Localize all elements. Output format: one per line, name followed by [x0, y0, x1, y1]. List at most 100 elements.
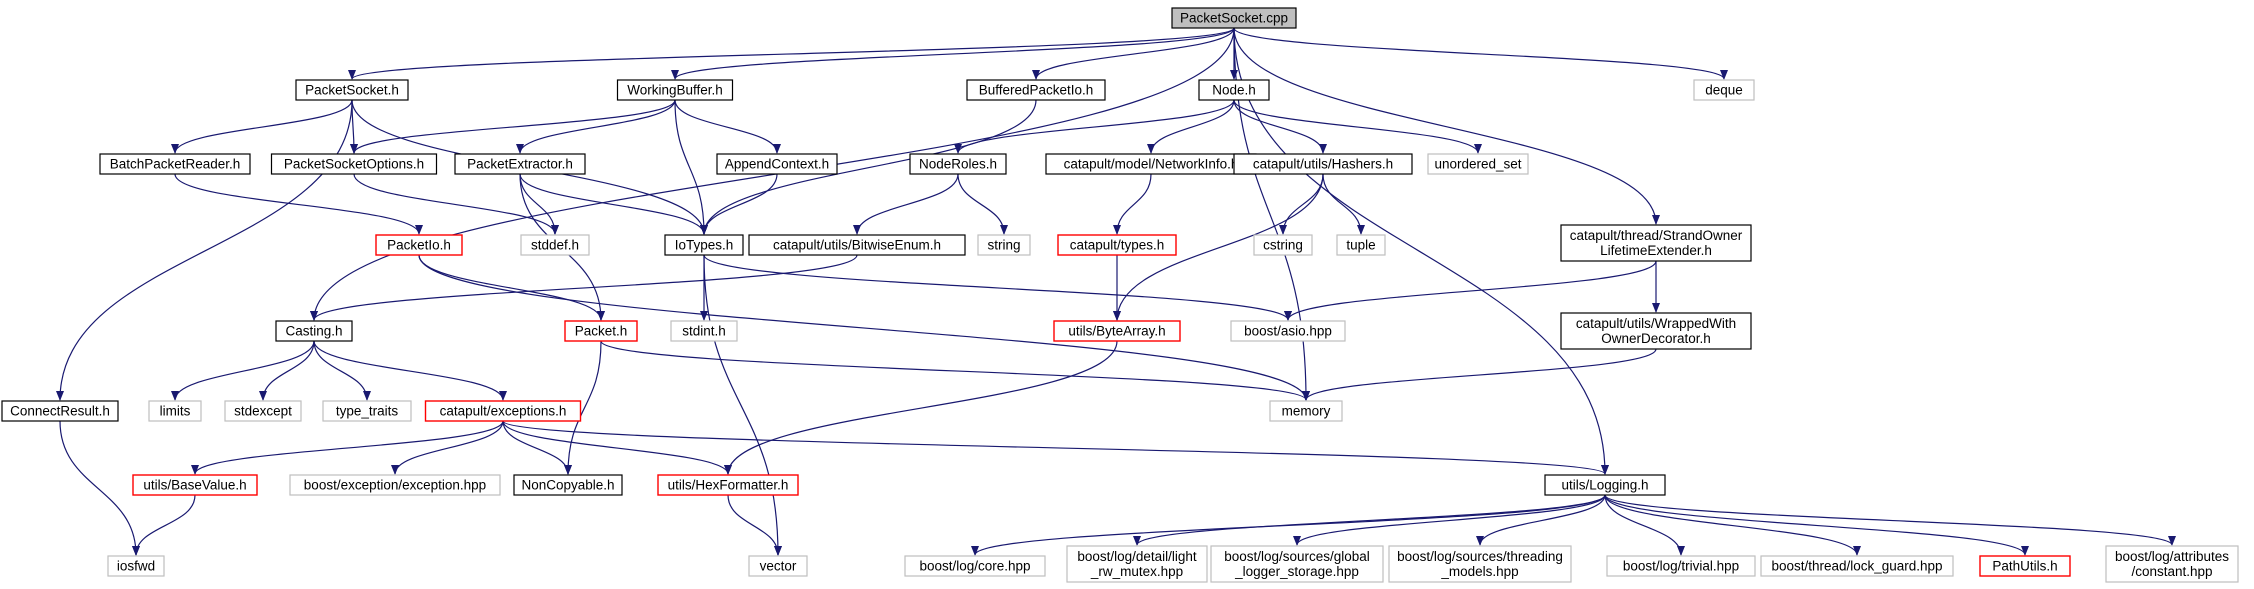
edge-packet-h-to-noncopyable-h [564, 340, 602, 475]
node-string[interactable]: string [977, 234, 1031, 256]
node-tuple[interactable]: tuple [1336, 234, 1386, 256]
node-label: PacketSocket.h [305, 83, 399, 98]
node-node-h[interactable]: Node.h [1198, 79, 1270, 101]
node-box [748, 234, 966, 256]
node-label: unordered_set [1434, 157, 1521, 172]
node-box [275, 320, 353, 342]
node-packet-h[interactable]: Packet.h [564, 320, 638, 342]
node-boost-log-attributes-constant-hpp[interactable]: boost/log/attributes/constant.hpp [2105, 545, 2239, 583]
node-box [270, 153, 438, 175]
edge-iotypes-h-to-boost-asio-hpp [703, 254, 1292, 321]
node-bufferedpacketio-h[interactable]: BufferedPacketIo.h [966, 79, 1106, 101]
node-box [1253, 234, 1313, 256]
node-vector[interactable]: vector [748, 555, 808, 577]
node-casting-h[interactable]: Casting.h [275, 320, 353, 342]
node-batchpacketreader-h[interactable]: BatchPacketReader.h [99, 153, 251, 175]
node-label: BufferedPacketIo.h [979, 83, 1094, 98]
node-memory[interactable]: memory [1269, 400, 1343, 422]
node-label: BatchPacketReader.h [110, 157, 241, 172]
edge-utils-logging-h-to-boost-log-attributes-constant-hpp [1604, 494, 2176, 546]
edge-connectresult-h-to-iosfwd [59, 420, 140, 556]
node-noncopyable-h[interactable]: NonCopyable.h [513, 474, 623, 496]
node-noderoles-h[interactable]: NodeRoles.h [909, 153, 1007, 175]
edge-workingbuffer-h-to-packetsocketoptions-h [350, 99, 676, 154]
node-workingbuffer-h[interactable]: WorkingBuffer.h [616, 79, 734, 101]
node-boost-log-sources-global-logger-storage-hpp[interactable]: boost/log/sources/global_logger_storage.… [1210, 545, 1384, 583]
edge-packetsocket-cpp-to-deque [1233, 27, 1728, 80]
node-packetsocket-h[interactable]: PacketSocket.h [295, 79, 409, 101]
node-label: limits [160, 404, 191, 419]
node-catapult-exceptions-h[interactable]: catapult/exceptions.h [424, 400, 582, 422]
node-label: Packet.h [575, 324, 628, 339]
node-label: catapult/types.h [1070, 238, 1165, 253]
node-box [1979, 555, 2071, 577]
edge-casting-h-to-limits [171, 340, 315, 401]
node-unordered-set[interactable]: unordered_set [1427, 153, 1529, 175]
node-catapult-thread-strandownerlifetimeextender-h[interactable]: catapult/thread/StrandOwnerLifetimeExten… [1560, 224, 1752, 262]
node-stdint-h[interactable]: stdint.h [670, 320, 738, 342]
node-boost-log-sources-threading-models-hpp[interactable]: boost/log/sources/threading_models.hpp [1388, 545, 1572, 583]
node-iotypes-h[interactable]: IoTypes.h [664, 234, 744, 256]
node-pathutils-h[interactable]: PathUtils.h [1979, 555, 2071, 577]
node-box [966, 79, 1106, 101]
node-catapult-utils-wrappedwithownerdecorator-h[interactable]: catapult/utils/WrappedWithOwnerDecorator… [1560, 312, 1752, 350]
node-box [1066, 545, 1208, 583]
node-boost-log-trivial-hpp[interactable]: boost/log/trivial.hpp [1606, 555, 1756, 577]
edge-utils-logging-h-to-boost-log-trivial-hpp [1604, 494, 1685, 556]
node-label: boost/log/attributes [2115, 549, 2229, 564]
node-catapult-model-networkinfo-h[interactable]: catapult/model/NetworkInfo.h [1045, 153, 1257, 175]
node-box [224, 400, 302, 422]
node-utils-bytearray-h[interactable]: utils/ByteArray.h [1053, 320, 1181, 342]
node-label: catapult/thread/StrandOwner [1570, 228, 1743, 243]
edge-packetsocket-cpp-to-bufferedpacketio-h [1032, 27, 1235, 80]
edge-packetio-h-to-packet-h [418, 254, 605, 321]
node-boost-exception-exception-hpp[interactable]: boost/exception/exception.hpp [289, 474, 501, 496]
node-iosfwd[interactable]: iosfwd [107, 555, 165, 577]
edge-batchpacketreader-h-to-packetio-h [174, 173, 423, 235]
node-label: _rw_mutex.hpp [1090, 564, 1183, 579]
node-cstring[interactable]: cstring [1253, 234, 1313, 256]
node-stddef-h[interactable]: stddef.h [520, 234, 590, 256]
node-catapult-utils-hashers-h[interactable]: catapult/utils/Hashers.h [1233, 153, 1413, 175]
edge-catapult-utils-bitwiseenum-h-to-casting-h [310, 254, 858, 321]
node-packetsocketoptions-h[interactable]: PacketSocketOptions.h [270, 153, 438, 175]
node-stdexcept[interactable]: stdexcept [224, 400, 302, 422]
node-type-traits[interactable]: type_traits [322, 400, 412, 422]
node-deque[interactable]: deque [1693, 79, 1755, 101]
edge-packetextractor-h-to-iotypes-h [519, 173, 708, 235]
edge-packetio-h-to-memory [418, 254, 1310, 401]
node-packetextractor-h[interactable]: PacketExtractor.h [454, 153, 586, 175]
node-label: NonCopyable.h [521, 478, 614, 493]
node-boost-log-core-hpp[interactable]: boost/log/core.hpp [904, 555, 1046, 577]
node-utils-hexformatter-h[interactable]: utils/HexFormatter.h [657, 474, 799, 496]
edge-utils-hexformatter-h-to-vector [727, 494, 782, 556]
edge-appendcontext-h-to-iotypes-h [700, 173, 778, 235]
node-boost-thread-lock-guard-hpp[interactable]: boost/thread/lock_guard.hpp [1760, 555, 1954, 577]
node-packetsocket-cpp[interactable]: PacketSocket.cpp [1171, 7, 1297, 29]
node-connectresult-h[interactable]: ConnectResult.h [1, 400, 119, 422]
node-catapult-utils-bitwiseenum-h[interactable]: catapult/utils/BitwiseEnum.h [748, 234, 966, 256]
edge-workingbuffer-h-to-iotypes-h [674, 99, 708, 235]
node-catapult-types-h[interactable]: catapult/types.h [1057, 234, 1177, 256]
node-utils-basevalue-h[interactable]: utils/BaseValue.h [132, 474, 258, 496]
node-boost-log-detail-light-rw-mutex-hpp[interactable]: boost/log/detail/light_rw_mutex.hpp [1066, 545, 1208, 583]
node-label: cstring [1263, 238, 1303, 253]
node-label: PacketSocket.cpp [1180, 11, 1288, 26]
node-box [1693, 79, 1755, 101]
node-label: stdexcept [234, 404, 292, 419]
edge-casting-h-to-type-traits [313, 340, 371, 401]
node-appendcontext-h[interactable]: AppendContext.h [716, 153, 838, 175]
node-label: catapult/utils/WrappedWith [1576, 316, 1736, 331]
edge-workingbuffer-h-to-packetextractor-h [516, 99, 676, 154]
node-boost-asio-hpp[interactable]: boost/asio.hpp [1230, 320, 1346, 342]
node-limits[interactable]: limits [148, 400, 202, 422]
node-label: boost/asio.hpp [1244, 324, 1332, 339]
edge-utils-logging-h-to-pathutils-h [1604, 494, 2029, 556]
node-utils-logging-h[interactable]: utils/Logging.h [1544, 474, 1666, 496]
node-label: catapult/model/NetworkInfo.h [1064, 157, 1239, 172]
node-label: deque [1705, 83, 1743, 98]
node-box [1560, 224, 1752, 262]
node-box [1210, 545, 1384, 583]
node-packetio-h[interactable]: PacketIo.h [375, 234, 463, 256]
